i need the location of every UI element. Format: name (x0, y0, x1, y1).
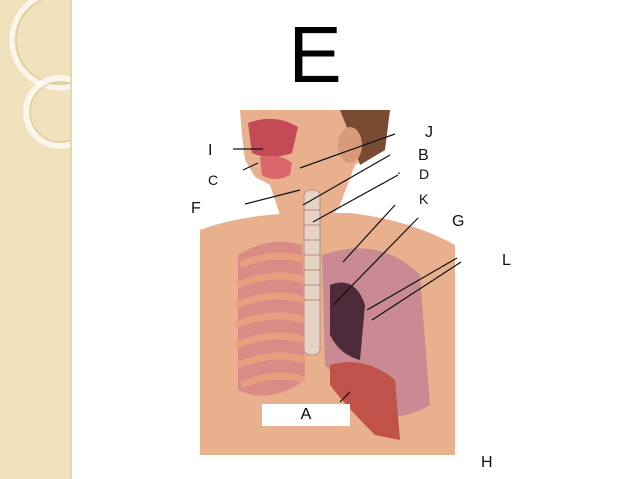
page-title: E (288, 10, 342, 99)
label-g: G (452, 213, 465, 230)
respiratory-system-illustration (200, 110, 455, 455)
label-b: B (418, 147, 429, 164)
label-dot: . (397, 161, 401, 177)
label-a: A (262, 404, 350, 426)
decorative-sidebar (0, 0, 72, 479)
label-l: L (502, 252, 511, 269)
label-k: K (419, 191, 429, 207)
label-j: J (425, 124, 433, 141)
label-h: H (481, 454, 493, 471)
decorative-circles (9, 0, 70, 149)
label-d: D (419, 166, 430, 182)
label-f: F (191, 200, 201, 217)
label-i: I (208, 142, 213, 159)
label-c: C (208, 172, 219, 188)
